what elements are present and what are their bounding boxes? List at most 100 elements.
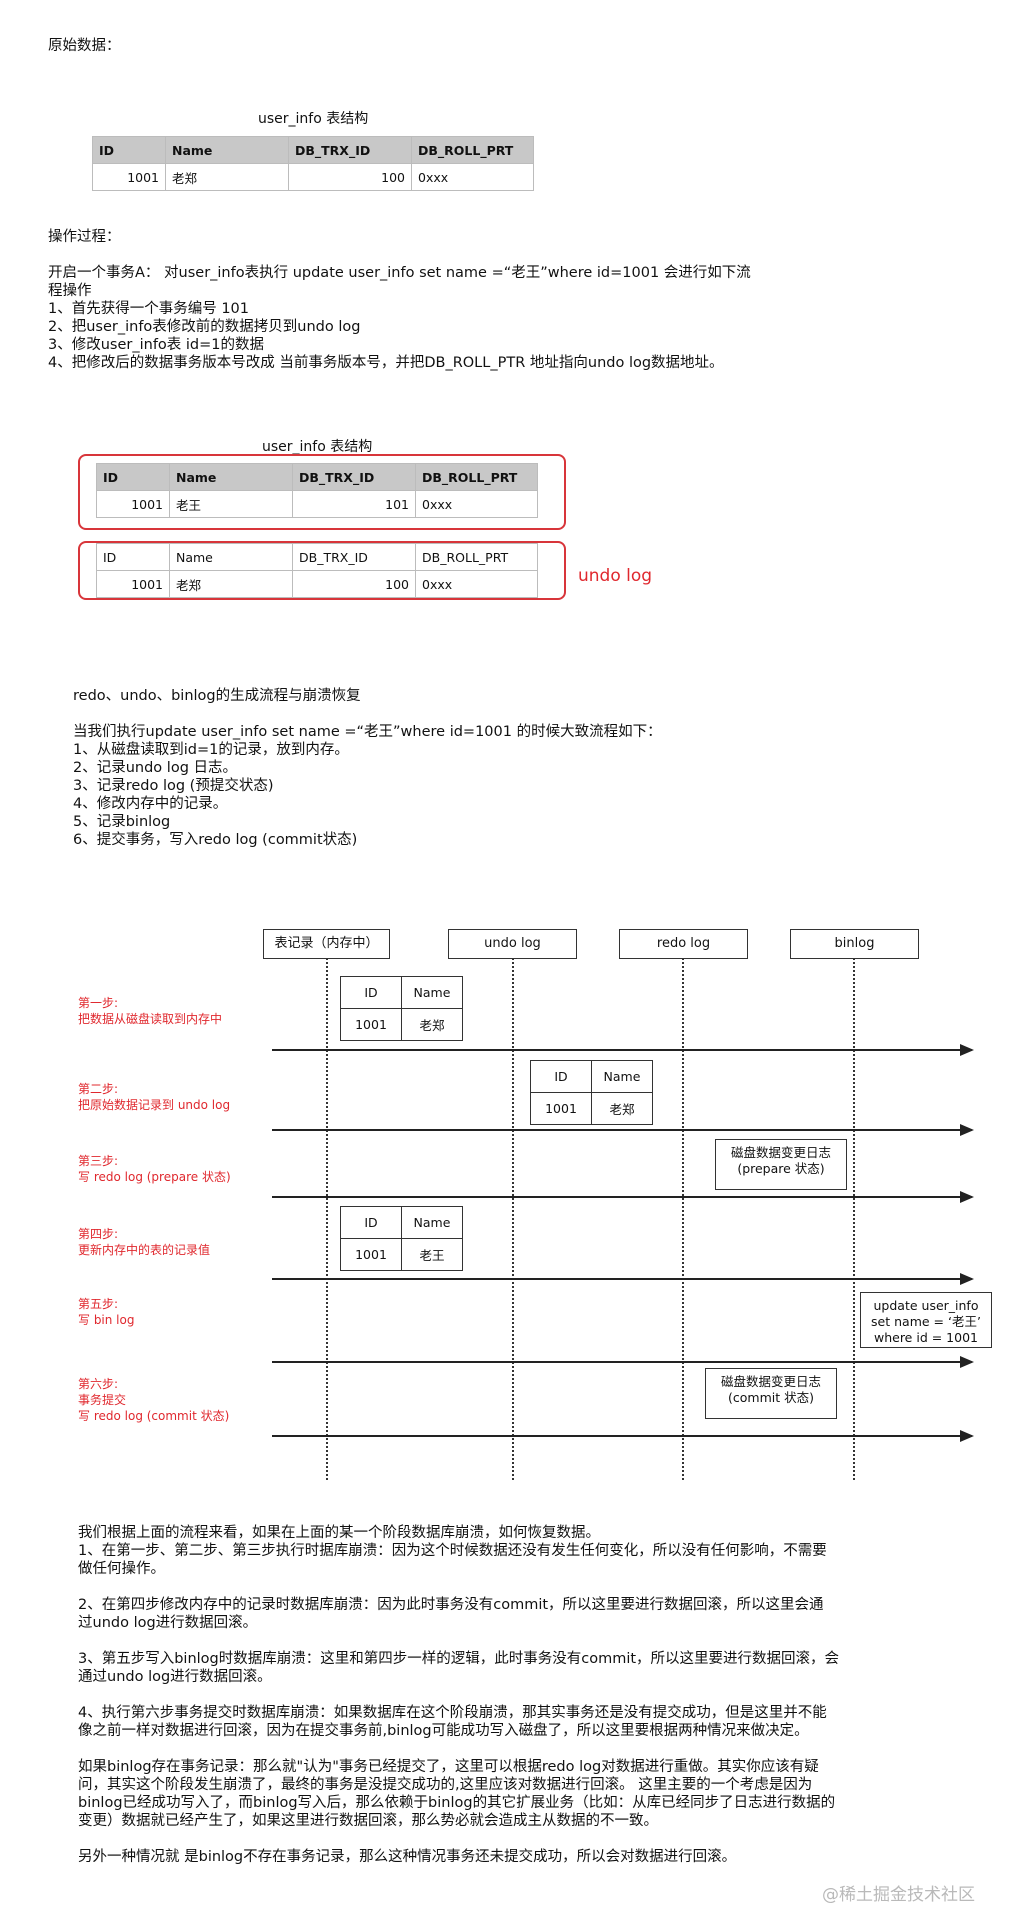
note-line: (commit 状态) bbox=[728, 1390, 814, 1405]
paragraph-line: 如果binlog存在事务记录：那么就"认为"事务已经提交了，这里可以根据redo… bbox=[78, 1759, 819, 1775]
table-header-trx-id: DB_TRX_ID bbox=[292, 543, 416, 571]
step-label-6: 第六步: 事务提交 写 redo log (commit 状态) bbox=[78, 1376, 229, 1424]
section2-line: 4、把修改后的数据事务版本号改成 当前事务版本号，并把DB_ROLL_PTR 地… bbox=[48, 355, 724, 371]
mini-cell-id: 1001 bbox=[530, 1092, 592, 1125]
section4-line: 6、提交事务，写入redo log (commit状态) bbox=[73, 832, 358, 848]
mini-header-name: Name bbox=[591, 1060, 653, 1093]
paragraph-line: 问，其实这个阶段发生崩溃了，最终的事务是没提交成功的,这里应该对数据进行回滚。 … bbox=[78, 1777, 813, 1793]
paragraph-line: 我们根据上面的流程来看，如果在上面的某一个阶段数据库崩溃，如何恢复数据。 bbox=[78, 1525, 600, 1541]
paragraph-line: 变更）数据就已经产生了，如果这里进行数据回滚，那么势必就会造成主从数据的不一致。 bbox=[78, 1813, 658, 1829]
watermark: @稀土掘金技术社区 bbox=[822, 1885, 975, 1905]
table-cell-trx-id: 100 bbox=[288, 163, 412, 191]
lifeline-memory bbox=[326, 958, 328, 1480]
mini-header-name: Name bbox=[401, 976, 463, 1009]
paragraph-line: 3、第五步写入binlog时数据库崩溃：这里和第四步一样的逻辑，此时事务没有co… bbox=[78, 1651, 840, 1667]
table-cell-name: 老王 bbox=[169, 490, 293, 518]
note-line: 磁盘数据变更日志 bbox=[730, 1145, 831, 1160]
lifeline-undo-log bbox=[512, 958, 514, 1480]
section2-line: 开启一个事务A： 对user_info表执行 update user_info … bbox=[48, 265, 751, 281]
paragraph-line: 通过undo log进行数据回滚。 bbox=[78, 1669, 272, 1685]
section2-line: 程操作 bbox=[48, 283, 92, 299]
step-title: 第四步: bbox=[78, 1227, 119, 1241]
section2-heading: 操作过程： bbox=[48, 229, 121, 245]
step-desc: 写 redo log (prepare 状态) bbox=[78, 1170, 231, 1184]
step-separator-arrow bbox=[272, 1356, 974, 1368]
step-title: 第五步: bbox=[78, 1297, 119, 1311]
new-row-highlight bbox=[78, 454, 566, 530]
step-desc: 把原始数据记录到 undo log bbox=[78, 1098, 231, 1112]
paragraph-line: 像之前一样对数据进行回滚，因为在提交事务前,binlog可能成功写入磁盘了，所以… bbox=[78, 1723, 809, 1739]
step-separator-arrow bbox=[272, 1430, 974, 1442]
step-label-2: 第二步: 把原始数据记录到 undo log bbox=[78, 1081, 230, 1113]
table-header-roll-ptr: DB_ROLL_PRT bbox=[415, 543, 538, 571]
section4-line: 1、从磁盘读取到id=1的记录，放到内存。 bbox=[73, 742, 349, 758]
table-header-id: ID bbox=[96, 543, 170, 571]
table-cell-trx-id: 100 bbox=[292, 570, 416, 598]
lane-header-memory: 表记录（内存中） bbox=[263, 929, 390, 959]
mini-header-id: ID bbox=[530, 1060, 592, 1093]
redo-log-prepare-note: 磁盘数据变更日志 (prepare 状态) bbox=[715, 1139, 847, 1190]
binlog-note: update user_info set name = ‘老王’ where i… bbox=[860, 1292, 992, 1348]
table-cell-trx-id: 101 bbox=[292, 490, 416, 518]
step-label-5: 第五步: 写 bin log bbox=[78, 1296, 134, 1328]
step-title: 第一步: bbox=[78, 996, 119, 1010]
table-cell-id: 1001 bbox=[96, 570, 170, 598]
section1-heading: 原始数据： bbox=[48, 38, 121, 54]
redo-log-commit-note: 磁盘数据变更日志 (commit 状态) bbox=[705, 1368, 837, 1419]
step-separator-arrow bbox=[272, 1273, 974, 1285]
table-cell-id: 1001 bbox=[92, 163, 166, 191]
step-desc: 写 bin log bbox=[78, 1313, 135, 1327]
section2-line: 1、首先获得一个事务编号 101 bbox=[48, 301, 250, 317]
lane-header-binlog: binlog bbox=[790, 929, 919, 959]
section4-title: redo、undo、binlog的生成流程与崩溃恢复 bbox=[73, 688, 361, 704]
mini-cell-name: 老王 bbox=[401, 1238, 463, 1271]
mini-cell-name: 老郑 bbox=[591, 1092, 653, 1125]
step-title: 第二步: bbox=[78, 1082, 119, 1096]
table-cell-name: 老郑 bbox=[165, 163, 289, 191]
mini-header-name: Name bbox=[401, 1206, 463, 1239]
table-cell-roll-ptr: 0xxx bbox=[415, 490, 538, 518]
lane-header-undo-log: undo log bbox=[448, 929, 577, 959]
step-label-4: 第四步: 更新内存中的表的记录值 bbox=[78, 1226, 210, 1258]
section4-line: 2、记录undo log 日志。 bbox=[73, 760, 238, 776]
note-line: (prepare 状态) bbox=[737, 1161, 825, 1176]
mini-header-id: ID bbox=[340, 1206, 402, 1239]
step-separator-arrow bbox=[272, 1124, 974, 1136]
table-cell-name: 老郑 bbox=[169, 570, 293, 598]
undo-log-label: undo log bbox=[578, 566, 653, 586]
table-header-roll-ptr: DB_ROLL_PRT bbox=[411, 136, 534, 164]
undo-log-highlight bbox=[78, 541, 566, 600]
step-separator-arrow bbox=[272, 1191, 974, 1203]
table-header-trx-id: DB_TRX_ID bbox=[292, 463, 416, 491]
table-caption: user_info 表结构 bbox=[262, 439, 373, 455]
table-header-trx-id: DB_TRX_ID bbox=[288, 136, 412, 164]
undo-log-table: ID Name DB_TRX_ID DB_ROLL_PRT 1001 老郑 10… bbox=[96, 543, 538, 598]
paragraph-line: binlog已经成功写入了，而binlog写入后，那么依赖于binlog的其它扩… bbox=[78, 1795, 836, 1811]
section4-line: 当我们执行update user_info set name =“老王”wher… bbox=[73, 724, 662, 740]
mini-cell-name: 老郑 bbox=[401, 1008, 463, 1041]
mini-cell-id: 1001 bbox=[340, 1238, 402, 1271]
step-desc: 写 redo log (commit 状态) bbox=[78, 1409, 230, 1423]
mini-cell-id: 1001 bbox=[340, 1008, 402, 1041]
section4-line: 5、记录binlog bbox=[73, 814, 171, 830]
table-cell-roll-ptr: 0xxx bbox=[415, 570, 538, 598]
paragraph-line: 4、执行第六步事务提交时数据库崩溃：如果数据库在这个阶段崩溃，那其实事务还是没有… bbox=[78, 1705, 827, 1721]
updated-data-table: ID Name DB_TRX_ID DB_ROLL_PRT 1001 老王 10… bbox=[96, 463, 538, 518]
step-title: 第三步: bbox=[78, 1154, 119, 1168]
step-desc: 更新内存中的表的记录值 bbox=[78, 1243, 211, 1257]
note-line: set name = ‘老王’ bbox=[871, 1314, 981, 1329]
lane-header-redo-log: redo log bbox=[619, 929, 748, 959]
note-line: where id = 1001 bbox=[873, 1330, 978, 1345]
step-desc: 事务提交 bbox=[78, 1393, 127, 1407]
lifeline-binlog bbox=[853, 958, 855, 1480]
section4-line: 4、修改内存中的记录。 bbox=[73, 796, 228, 812]
section2-line: 3、修改user_info表 id=1的数据 bbox=[48, 337, 265, 353]
mini-header-id: ID bbox=[340, 976, 402, 1009]
paragraph-line: 过undo log进行数据回滚。 bbox=[78, 1615, 258, 1631]
table-header-name: Name bbox=[169, 463, 293, 491]
table-header-roll-ptr: DB_ROLL_PRT bbox=[415, 463, 538, 491]
table-header-name: Name bbox=[169, 543, 293, 571]
